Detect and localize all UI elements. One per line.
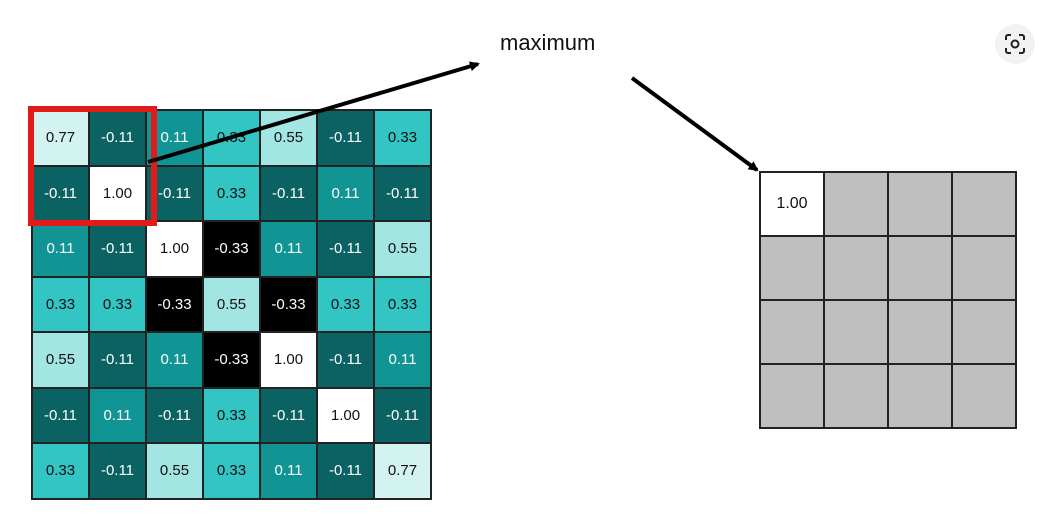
- output-cell: [952, 172, 1016, 236]
- output-cell: [952, 364, 1016, 428]
- input-cell: -0.11: [89, 332, 146, 388]
- output-cell: [888, 300, 952, 364]
- input-cell: 0.11: [260, 221, 317, 277]
- input-cell: -0.11: [317, 110, 374, 166]
- input-cell: 0.55: [374, 221, 431, 277]
- input-cell: -0.11: [32, 387, 89, 443]
- input-cell: 1.00: [89, 165, 146, 221]
- input-cell: -0.11: [317, 221, 374, 277]
- input-cell: 0.11: [32, 221, 89, 277]
- input-cell: 0.11: [260, 443, 317, 499]
- input-cell: 0.55: [32, 332, 89, 388]
- output-cell: [888, 236, 952, 300]
- output-cell: [760, 300, 824, 364]
- input-cell: 0.11: [146, 332, 203, 388]
- output-cell: [824, 300, 888, 364]
- input-cell: 0.33: [32, 443, 89, 499]
- input-cell: -0.33: [260, 276, 317, 332]
- input-cell: 1.00: [317, 387, 374, 443]
- input-cell: -0.11: [89, 443, 146, 499]
- input-cell: -0.11: [32, 165, 89, 221]
- output-cell: [760, 364, 824, 428]
- output-cell: [760, 236, 824, 300]
- input-cell: -0.11: [146, 387, 203, 443]
- input-cell: 0.33: [374, 110, 431, 166]
- input-cell: 0.33: [203, 443, 260, 499]
- input-cell: 0.55: [203, 276, 260, 332]
- output-cell: [888, 364, 952, 428]
- input-cell: -0.11: [89, 110, 146, 166]
- input-cell: -0.33: [203, 332, 260, 388]
- input-cell: 0.55: [146, 443, 203, 499]
- input-cell: 0.11: [89, 387, 146, 443]
- output-pooled-map: 1.00: [759, 171, 1017, 429]
- input-cell: -0.33: [203, 221, 260, 277]
- input-cell: 0.33: [32, 276, 89, 332]
- input-cell: -0.33: [146, 276, 203, 332]
- visual-search-icon: [1005, 34, 1025, 54]
- output-cell: [824, 364, 888, 428]
- input-cell: 0.77: [374, 443, 431, 499]
- output-cell: 1.00: [760, 172, 824, 236]
- input-feature-map: 0.77-0.110.110.330.55-0.110.33-0.111.00-…: [31, 109, 432, 500]
- input-cell: 1.00: [260, 332, 317, 388]
- input-cell: -0.11: [317, 332, 374, 388]
- output-cell: [952, 300, 1016, 364]
- input-cell: 1.00: [146, 221, 203, 277]
- input-cell: -0.11: [374, 387, 431, 443]
- input-cell: 0.33: [317, 276, 374, 332]
- output-cell: [888, 172, 952, 236]
- input-cell: -0.11: [260, 387, 317, 443]
- input-cell: 0.33: [89, 276, 146, 332]
- input-cell: -0.11: [89, 221, 146, 277]
- input-cell: 0.11: [374, 332, 431, 388]
- output-cell: [824, 236, 888, 300]
- input-cell: 0.33: [374, 276, 431, 332]
- input-cell: 0.11: [317, 165, 374, 221]
- visual-search-button[interactable]: [995, 24, 1035, 64]
- arrow-to-operation: [147, 61, 480, 164]
- input-cell: 0.33: [203, 387, 260, 443]
- input-cell: -0.11: [317, 443, 374, 499]
- input-cell: -0.11: [260, 165, 317, 221]
- output-cell: [824, 172, 888, 236]
- arrow-to-output: [630, 76, 759, 172]
- output-cell: [952, 236, 1016, 300]
- input-cell: -0.11: [374, 165, 431, 221]
- input-cell: 0.33: [203, 165, 260, 221]
- operation-label: maximum: [500, 30, 596, 55]
